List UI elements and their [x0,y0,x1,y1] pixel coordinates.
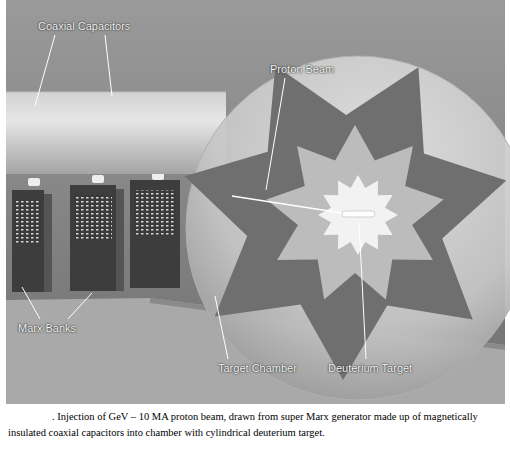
light-star [266,125,443,300]
callout-label: Marx Banks [18,322,76,335]
leader-line [359,222,366,359]
marx-bank-side [116,189,124,291]
bank-terminal [92,175,104,183]
proton-beam [232,196,342,213]
marx-bank [130,180,180,288]
white-star [318,175,398,255]
leader-line [266,78,285,190]
deuterium-target [342,211,375,217]
callout-label: Deuterium Target [328,362,412,375]
leader-lines [22,35,366,359]
leader-line [105,35,112,96]
marx-bank-side [44,194,52,292]
callout-label: Target Chamber [218,362,297,375]
marx-bank [12,190,44,292]
leader-line [215,296,228,359]
callout-label: Proton Beam [270,63,334,76]
leader-line [22,287,40,319]
marx-bank-cells [15,200,41,244]
figure-caption: . Injection of GeV – 10 MA proton beam, … [8,409,504,441]
leader-line [68,293,92,319]
dark-star [185,66,507,381]
marx-banks [12,172,180,292]
marx-bank-cells [74,195,112,241]
marx-bank [70,185,116,291]
bank-terminal [28,178,40,186]
marx-bank-cells [134,190,176,236]
illustration [0,0,510,405]
leader-line [35,35,55,106]
callout-label: Coaxial Capacitors [38,20,130,33]
coaxial-cylinder [6,92,226,174]
